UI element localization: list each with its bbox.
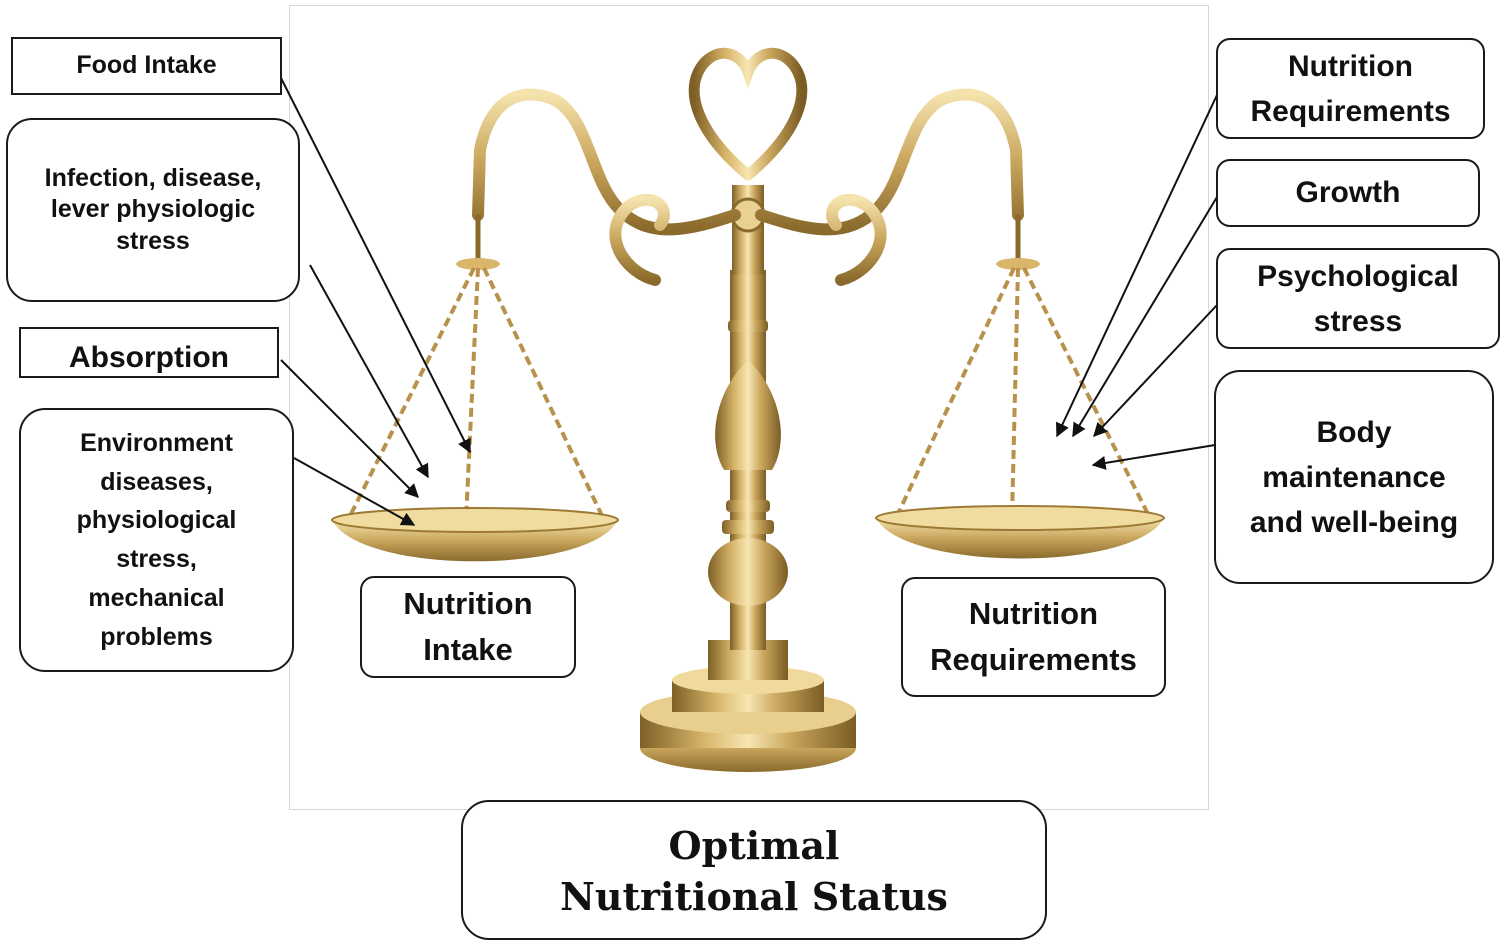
absorption-label: Absorption <box>69 339 229 377</box>
pan-nutrition-requirements-label: Nutrition Requirements <box>919 591 1149 684</box>
environment-box: Environment diseases, physiological stre… <box>19 408 294 672</box>
environment-label: Environment diseases, physiological stre… <box>69 424 244 657</box>
arrow-body-maintenance <box>1093 445 1215 465</box>
optimal-status-title-box: Optimal Nutritional Status <box>461 800 1047 940</box>
nutrition-intake-box: Nutrition Intake <box>360 576 576 678</box>
nutrition-requirements-box: Nutrition Requirements <box>1216 38 1485 139</box>
title-line-2: Nutritional Status <box>560 871 948 922</box>
absorption-box: Absorption <box>19 327 279 378</box>
scale-column <box>708 185 788 650</box>
arrow-absorption <box>281 360 418 497</box>
infection-label: Infection, disease, lever physiologic st… <box>38 163 268 257</box>
scale-base <box>640 640 856 772</box>
growth-label: Growth <box>1296 174 1401 212</box>
arrow-infection <box>310 265 428 477</box>
heart-finial <box>694 38 802 175</box>
right-pan <box>876 215 1164 559</box>
arrow-growth <box>1073 197 1217 436</box>
left-pan <box>332 215 618 561</box>
nutrition-intake-label: Nutrition Intake <box>393 581 543 674</box>
psychological-stress-box: Psychological stress <box>1216 248 1500 349</box>
psychological-stress-label: Psychological stress <box>1248 254 1468 344</box>
growth-box: Growth <box>1216 159 1480 227</box>
infection-box: Infection, disease, lever physiologic st… <box>6 118 300 302</box>
body-maintenance-box: Body maintenance and well-being <box>1214 370 1494 584</box>
food-intake-box: Food Intake <box>11 37 282 95</box>
arrow-nutrition-requirements <box>1057 95 1217 436</box>
food-intake-label: Food Intake <box>76 50 216 81</box>
arrow-food-intake <box>281 78 470 452</box>
nutrition-requirements-label: Nutrition Requirements <box>1236 44 1466 134</box>
title-line-1: Optimal <box>669 820 840 871</box>
pan-nutrition-requirements-box: Nutrition Requirements <box>901 577 1166 697</box>
body-maintenance-label: Body maintenance and well-being <box>1234 410 1474 545</box>
